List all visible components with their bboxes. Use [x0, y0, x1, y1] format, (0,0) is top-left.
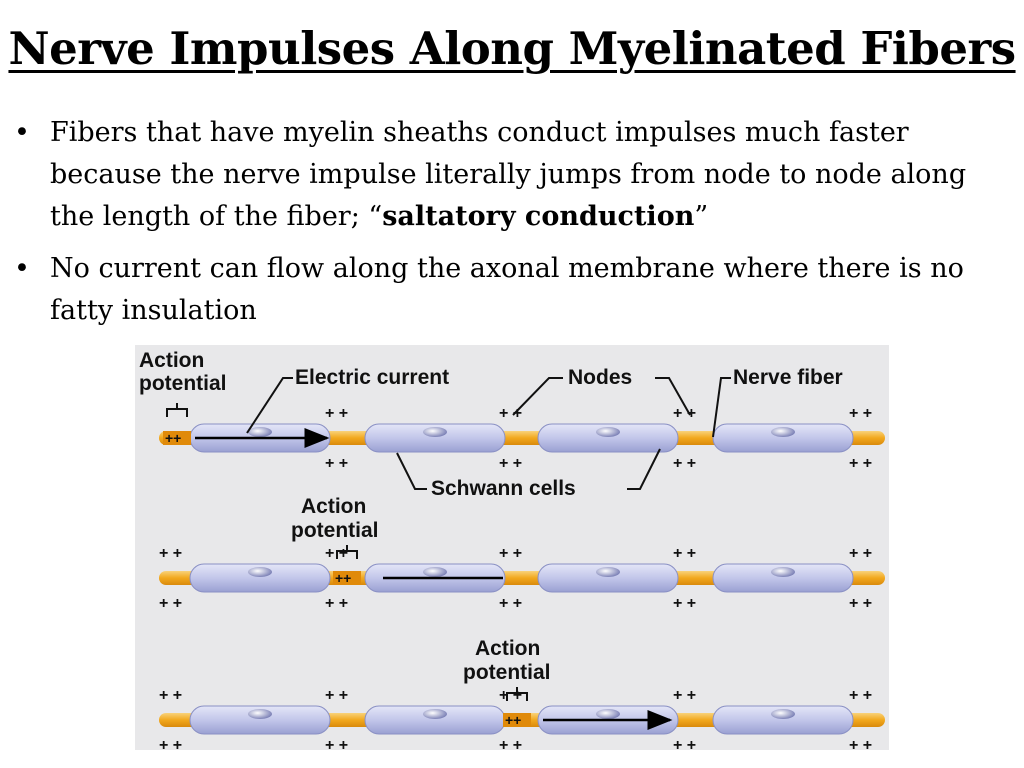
schwann-nucleus: [423, 427, 447, 437]
axon: [159, 431, 885, 445]
action-potential-zone: [333, 571, 361, 585]
action-potential-zone: [163, 431, 191, 445]
positive-charge-top: + +: [159, 545, 182, 562]
bullet-list: • Fibers that have myelin sheaths conduc…: [14, 112, 1004, 342]
schwann-nucleus: [596, 427, 620, 437]
schwann-nucleus: [596, 709, 620, 719]
positive-charge-top: + +: [849, 545, 872, 562]
bullet-text: No current can flow along the axonal mem…: [50, 253, 964, 326]
action-potential-zone: [503, 713, 531, 727]
bracket-1: [166, 403, 188, 417]
positive-charge-bottom: + +: [849, 595, 872, 612]
schwann-cells-label: Schwann cells: [431, 477, 576, 500]
positive-charge-bottom: + +: [159, 595, 182, 612]
myelin-sheath: [189, 705, 331, 735]
myelin-sheath: [537, 423, 679, 453]
positive-charge-top: + +: [673, 545, 696, 562]
action-potential-label-3b: potential: [463, 661, 551, 684]
close-quote: ”: [694, 201, 709, 232]
positive-charge-top: + +: [849, 405, 872, 422]
action-potential-label-3a: Action: [475, 637, 540, 660]
diagram-svg: + + + + + + + + + + + + + + + + ++ + + + + + + + + + …: [139, 349, 885, 750]
action-potential-label-1a: Action: [139, 349, 204, 372]
positive-charge-bottom: + +: [325, 737, 348, 750]
myelin-sheath: [364, 423, 506, 453]
nodes-leader-left: [512, 377, 563, 416]
positive-charge-top: + +: [159, 687, 182, 704]
saltatory-conduction-diagram: + + + + + + + + + + + + + + + + ++ + + + + + + + + + …: [135, 345, 889, 750]
positive-charge-bottom: + +: [673, 455, 696, 472]
positive-charge-bottom: + +: [159, 737, 182, 750]
action-potential-charge: ++: [165, 430, 181, 446]
bracket-3: [506, 687, 528, 701]
nerve-fiber-leader: [712, 377, 731, 438]
positive-charge-bottom: + +: [325, 595, 348, 612]
schwann-leader-left: [396, 452, 427, 490]
positive-charge-top: + +: [849, 687, 872, 704]
action-potential-label-2b: potential: [291, 519, 379, 542]
positive-charge-bottom: + +: [673, 595, 696, 612]
electric-current-label: Electric current: [295, 366, 449, 389]
schwann-nucleus: [248, 427, 272, 437]
nodes-leader-right: [655, 377, 691, 416]
positive-charge-bottom: + +: [499, 737, 522, 750]
action-potential-label-1b: potential: [139, 372, 227, 395]
positive-charge-top: + +: [325, 687, 348, 704]
bullet-text: Fibers that have myelin sheaths conduct …: [50, 117, 967, 232]
myelin-sheath: [712, 563, 854, 593]
bullet-item: • No current can flow along the axonal m…: [14, 248, 1004, 332]
schwann-nucleus: [423, 709, 447, 719]
schwann-leader-right: [627, 448, 661, 490]
nodes-label: Nodes: [568, 366, 632, 389]
bullet-icon: •: [14, 253, 30, 284]
bullet-icon: •: [14, 117, 30, 148]
schwann-nucleus: [771, 709, 795, 719]
positive-charge-bottom: + +: [325, 455, 348, 472]
myelin-sheath: [537, 563, 679, 593]
schwann-nucleus: [771, 427, 795, 437]
positive-charge-bottom: + +: [499, 455, 522, 472]
bracket-2: [336, 545, 358, 559]
positive-charge-top: + +: [499, 405, 522, 422]
action-potential-charge: ++: [505, 712, 521, 728]
positive-charge-bottom: + +: [849, 737, 872, 750]
schwann-nucleus: [771, 567, 795, 577]
action-potential-charge: ++: [335, 570, 351, 586]
page-title: Nerve Impulses Along Myelinated Fibers: [8, 22, 1016, 75]
positive-charge-bottom: + +: [499, 595, 522, 612]
electric-current-leader: [246, 377, 293, 434]
positive-charge-bottom: + +: [673, 737, 696, 750]
positive-charge-top: + +: [499, 545, 522, 562]
schwann-nucleus: [596, 567, 620, 577]
positive-charge-top: + +: [499, 687, 522, 704]
schwann-nucleus: [423, 567, 447, 577]
open-quote: “: [368, 201, 383, 232]
myelin-sheath: [712, 423, 854, 453]
nerve-fiber-label: Nerve fiber: [733, 366, 843, 389]
myelin-sheath: [712, 705, 854, 735]
myelin-sheath: [189, 563, 331, 593]
bold-term: saltatory conduction: [382, 201, 695, 232]
schwann-nucleus: [248, 567, 272, 577]
positive-charge-top: + +: [673, 405, 696, 422]
schwann-nucleus: [248, 709, 272, 719]
action-potential-label-2a: Action: [301, 495, 366, 518]
bullet-item: • Fibers that have myelin sheaths conduc…: [14, 112, 1004, 238]
positive-charge-top: + +: [325, 405, 348, 422]
positive-charge-bottom: + +: [849, 455, 872, 472]
positive-charge-top: + +: [673, 687, 696, 704]
